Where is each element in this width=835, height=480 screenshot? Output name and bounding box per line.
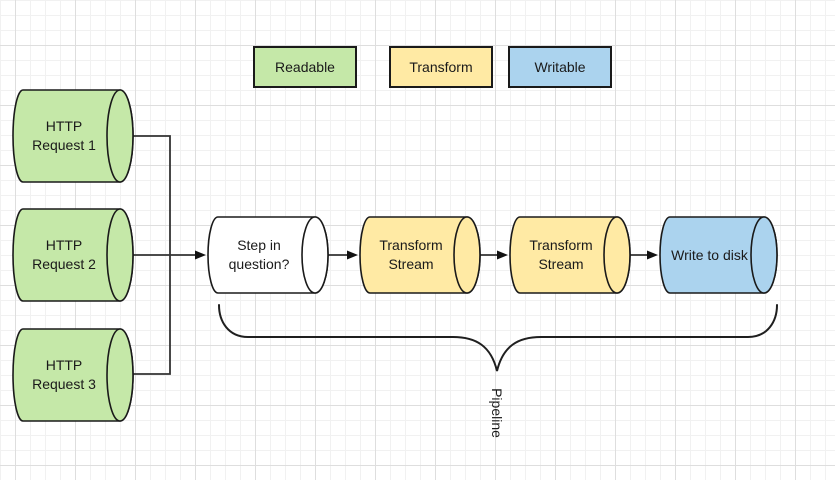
connectors bbox=[133, 135, 658, 375]
cylinder-cap-write-to-disk bbox=[750, 216, 778, 294]
cylinder-cap-http-request-2 bbox=[106, 208, 134, 302]
pipeline-label: Pipeline bbox=[489, 388, 505, 438]
legend-item-transform[interactable]: Transform bbox=[389, 46, 493, 88]
cylinder-cap-http-request-1 bbox=[106, 89, 134, 183]
cylinder-cap-step-in-question bbox=[301, 216, 329, 294]
legend-item-writable[interactable]: Writable bbox=[508, 46, 612, 88]
label-transform-stream-2: Transform Stream bbox=[529, 237, 593, 272]
cylinder-cap-transform-stream-1 bbox=[453, 216, 481, 294]
label-http-request-1: HTTP Request 1 bbox=[32, 118, 96, 153]
legend-item-label: Writable bbox=[534, 59, 586, 75]
legend-item-readable[interactable]: Readable bbox=[253, 46, 357, 88]
label-write-to-disk: Write to disk bbox=[671, 246, 748, 263]
cylinder-cap-transform-stream-2 bbox=[603, 216, 631, 294]
arrowhead-icon bbox=[347, 250, 358, 260]
label-step-in-question: Step in question? bbox=[228, 237, 290, 272]
legend-item-label: Readable bbox=[275, 59, 335, 75]
label-http-request-3: HTTP Request 3 bbox=[32, 357, 96, 392]
pipeline-brace bbox=[218, 304, 778, 372]
arrowhead-icon bbox=[647, 250, 658, 260]
arrowhead-icon bbox=[195, 250, 206, 260]
cylinder-cap-http-request-3 bbox=[106, 328, 134, 422]
label-http-request-2: HTTP Request 2 bbox=[32, 237, 96, 272]
label-transform-stream-1: Transform Stream bbox=[379, 237, 443, 272]
arrowhead-icon bbox=[497, 250, 508, 260]
legend-item-label: Transform bbox=[409, 59, 473, 75]
cylinder-shapes bbox=[12, 89, 778, 422]
